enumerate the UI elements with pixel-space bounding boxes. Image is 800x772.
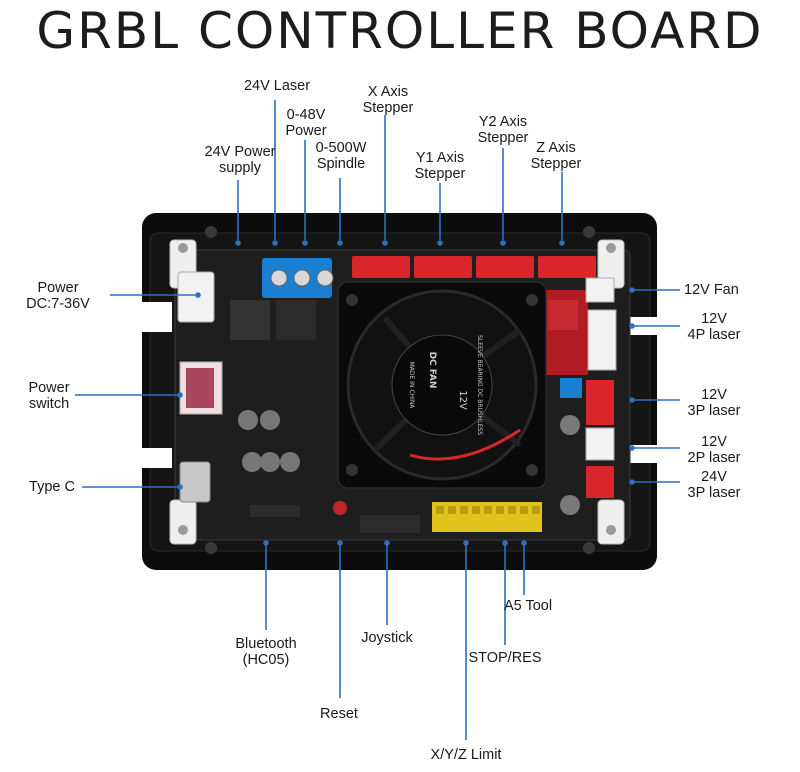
label-24v-3p-laser: 24V 3P laser xyxy=(678,469,750,501)
label-line: 4P laser xyxy=(687,327,741,343)
label-line: A5 Tool xyxy=(503,598,553,614)
label-line: Z Axis xyxy=(536,140,576,156)
label-line: Type C xyxy=(29,479,75,495)
label-spindle: 0-500W Spindle xyxy=(305,140,377,172)
label-joystick: Joystick xyxy=(347,630,427,646)
label-line: 3P laser xyxy=(687,485,741,501)
label-line: STOP/RES xyxy=(468,650,542,666)
label-line: DC:7-36V xyxy=(26,296,90,312)
label-line: 12V xyxy=(701,311,727,327)
label-a5-tool: A5 Tool xyxy=(490,598,566,614)
label-line: (HC05) xyxy=(242,652,290,668)
label-12v-2p-laser: 12V 2P laser xyxy=(678,434,750,466)
label-12v-fan: 12V Fan xyxy=(684,282,794,298)
label-line: 24V Laser xyxy=(243,78,311,94)
label-line: X Axis xyxy=(367,84,409,100)
label-line: Y2 Axis xyxy=(478,114,528,130)
label-x-axis-stepper: X Axis Stepper xyxy=(350,84,426,116)
label-line: 12V xyxy=(701,434,727,450)
label-line: X/Y/Z Limit xyxy=(430,747,502,763)
fan-label-origin: MADE IN CHINA xyxy=(408,362,415,410)
label-0-48v-power: 0-48V Power xyxy=(270,107,342,139)
label-line: Stepper xyxy=(477,130,529,146)
usb-c-port xyxy=(179,461,211,503)
fan-label-dcfan: DC FAN xyxy=(427,352,437,389)
label-xyz-limit: X/Y/Z Limit xyxy=(414,747,518,763)
label-line: switch xyxy=(28,396,70,412)
label-line: 0-500W xyxy=(315,140,367,156)
label-line: 24V xyxy=(701,469,727,485)
label-line: supply xyxy=(219,160,261,176)
label-line: 3P laser xyxy=(687,403,741,419)
label-line: Y1 Axis xyxy=(415,150,465,166)
reset-button-graphic xyxy=(333,501,347,515)
label-line: Stepper xyxy=(414,166,466,182)
page-title: GRBL CONTROLLER BOARD xyxy=(36,2,764,60)
label-power-switch: Power switch xyxy=(8,380,90,412)
label-24v-laser: 24V Laser xyxy=(237,78,317,94)
label-line: Stepper xyxy=(530,156,582,172)
fan-label-voltage: 12V xyxy=(457,390,468,410)
label-y1-axis-stepper: Y1 Axis Stepper xyxy=(402,150,478,182)
label-line: 2P laser xyxy=(687,450,741,466)
label-line: Power xyxy=(28,380,70,396)
label-line: Power xyxy=(285,123,327,139)
label-stop-res: STOP/RES xyxy=(462,650,548,666)
label-line: Power xyxy=(37,280,79,296)
label-type-c: Type C xyxy=(14,479,90,495)
label-line: Spindle xyxy=(316,156,366,172)
fan-label-bearing: SLEEVE BEARING DC BRUSHLESS xyxy=(476,335,483,435)
label-z-axis-stepper: Z Axis Stepper xyxy=(518,140,594,172)
label-line: 12V xyxy=(701,387,727,403)
label-bluetooth: Bluetooth (HC05) xyxy=(222,636,310,668)
label-24v-power-supply: 24V Power supply xyxy=(195,144,285,176)
label-line: 12V Fan xyxy=(684,282,739,298)
label-reset: Reset xyxy=(306,706,372,722)
label-line: 24V Power xyxy=(204,144,276,160)
dc-input-connector xyxy=(177,271,215,323)
label-12v-3p-laser: 12V 3P laser xyxy=(678,387,750,419)
label-line: 0-48V xyxy=(286,107,326,123)
label-12v-4p-laser: 12V 4P laser xyxy=(678,311,750,343)
label-power-dc: Power DC:7-36V xyxy=(8,280,108,312)
label-line: Bluetooth xyxy=(235,636,297,652)
label-line: Stepper xyxy=(362,100,414,116)
label-line: Joystick xyxy=(361,630,413,646)
label-line: Reset xyxy=(320,706,358,722)
cooling-fan xyxy=(337,281,547,489)
label-y2-axis-stepper: Y2 Axis Stepper xyxy=(465,114,541,146)
